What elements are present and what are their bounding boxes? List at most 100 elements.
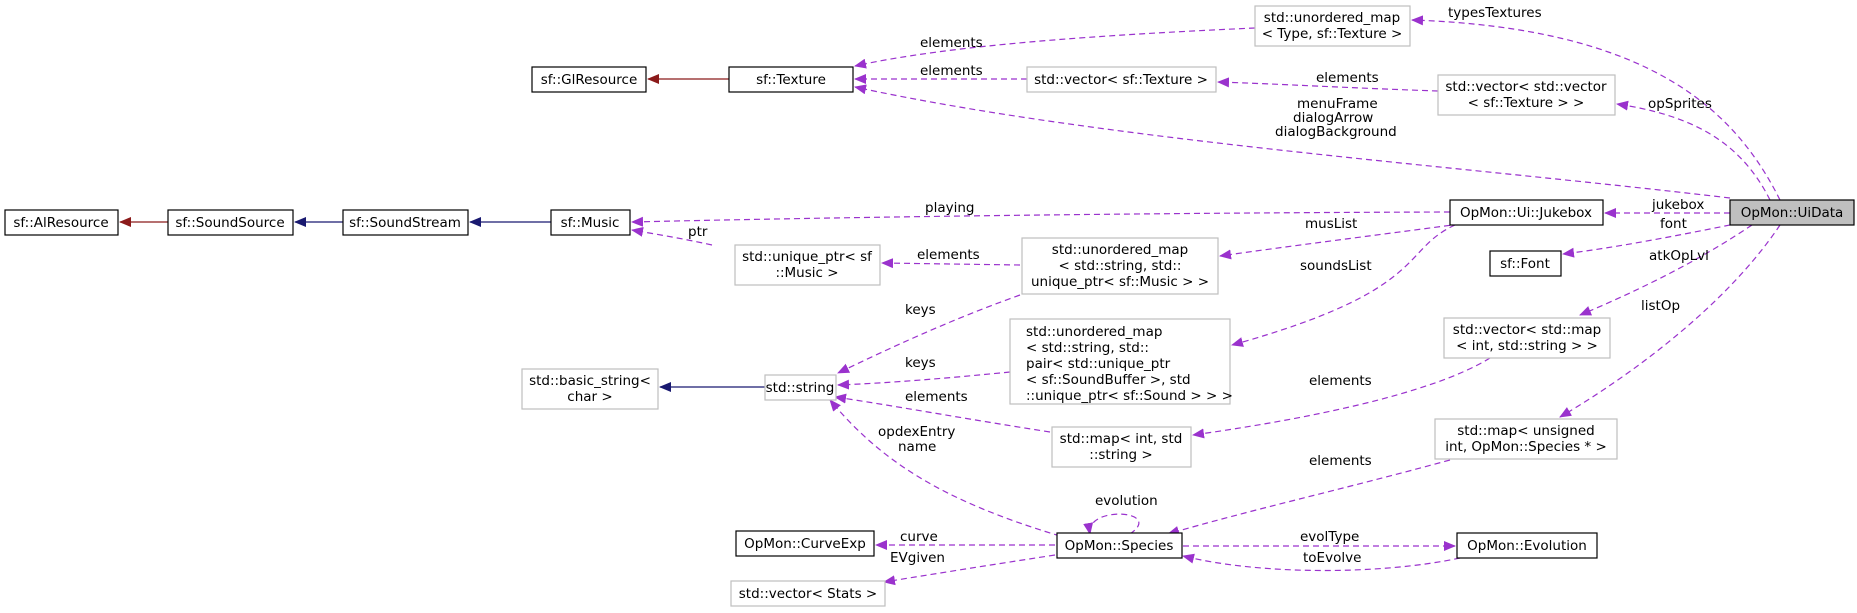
label-elements-vm: elements [1309, 373, 1372, 389]
edge-mapintstring-string [834, 393, 1051, 433]
edge-uidata-texture [854, 84, 1731, 199]
edge-uidata-typestextures [1411, 15, 1781, 201]
svg-text:< sf::Texture > >: < sf::Texture > > [1468, 95, 1585, 111]
svg-text:std::map< unsigned: std::map< unsigned [1457, 423, 1595, 439]
node-vector-map[interactable]: std::vector< std::map < int, std::string… [1443, 317, 1611, 359]
edge-jukebox-unorderedmapsounds [1231, 224, 1456, 347]
label-dialogBackground: dialogBackground [1275, 124, 1397, 140]
svg-text:std::map< int, std: std::map< int, std [1060, 431, 1183, 447]
edge-jukebox-unorderedmapmusic [1219, 223, 1461, 260]
node-soundsource[interactable]: sf::SoundSource [167, 209, 294, 236]
nodes: OpMon::UiData std::unordered_map < Type,… [4, 5, 1855, 607]
node-map-int-string[interactable]: std::map< int, std ::string > [1051, 426, 1192, 468]
label-toEvolve: toEvolve [1303, 550, 1361, 566]
svg-text:sf::AlResource: sf::AlResource [13, 215, 108, 231]
node-texture[interactable]: sf::Texture [728, 66, 854, 93]
node-vector-stats[interactable]: std::vector< Stats > [730, 580, 886, 607]
edges [119, 15, 1781, 586]
svg-text:int, OpMon::Species * >: int, OpMon::Species * > [1445, 439, 1607, 455]
label-elements-mis: elements [905, 389, 968, 405]
label-elements-tt: elements [920, 35, 983, 51]
edge-uidata-mapspecies [1559, 224, 1781, 418]
svg-text:< std::string, std::: < std::string, std:: [1026, 340, 1149, 356]
node-soundstream[interactable]: sf::SoundStream [342, 209, 469, 236]
svg-text:sf::SoundStream: sf::SoundStream [349, 215, 461, 231]
label-opdexEntry: opdexEntry [878, 424, 955, 440]
edge-uniqueptr-music [631, 226, 713, 246]
label-curve: curve [900, 529, 938, 545]
edge-species-species [1083, 513, 1140, 535]
svg-text:std::unordered_map: std::unordered_map [1026, 324, 1162, 340]
edge-vectormap-mapintstring [1192, 357, 1491, 439]
svg-text:unique_ptr< sf::Music > >: unique_ptr< sf::Music > > [1031, 274, 1209, 290]
node-glresource[interactable]: sf::GlResource [531, 66, 647, 93]
node-unordered-map-sounds[interactable]: std::unordered_map < std::string, std:: … [1009, 318, 1233, 405]
node-curveexp[interactable]: OpMon::CurveExp [735, 530, 875, 557]
svg-text:::Music >: ::Music > [775, 265, 838, 281]
node-music[interactable]: sf::Music [550, 209, 631, 236]
label-name: name [898, 439, 936, 455]
node-unordered-map-music[interactable]: std::unordered_map < std::string, std:: … [1021, 237, 1219, 295]
label-opSprites: opSprites [1648, 96, 1712, 112]
svg-text:< int, std::string > >: < int, std::string > > [1456, 338, 1598, 354]
svg-text:OpMon::UiData: OpMon::UiData [1741, 205, 1844, 221]
label-evolType: evolType [1300, 529, 1359, 545]
edge-species-vectorstats [883, 554, 1056, 586]
svg-text:OpMon::Species: OpMon::Species [1065, 538, 1174, 554]
svg-text:OpMon::Evolution: OpMon::Evolution [1467, 538, 1587, 554]
node-evolution[interactable]: OpMon::Evolution [1456, 532, 1598, 559]
node-species[interactable]: OpMon::Species [1056, 532, 1183, 559]
node-map-species[interactable]: std::map< unsigned int, OpMon::Species *… [1434, 418, 1618, 460]
node-basic-string[interactable]: std::basic_string< char > [521, 368, 659, 410]
label-EVgiven: EVgiven [890, 550, 945, 566]
node-alresource[interactable]: sf::AlResource [4, 209, 119, 236]
svg-text:std::basic_string<: std::basic_string< [529, 373, 651, 389]
edge-uidata-font [1562, 222, 1741, 258]
svg-text:OpMon::Ui::Jukebox: OpMon::Ui::Jukebox [1460, 205, 1592, 221]
label-musList: musList [1305, 216, 1357, 232]
node-unique-ptr-music[interactable]: std::unique_ptr< sf ::Music > [734, 244, 881, 286]
label-soundsList: soundsList [1300, 258, 1372, 274]
node-uidata[interactable]: OpMon::UiData [1729, 199, 1855, 226]
label-ptr: ptr [688, 224, 708, 240]
node-font[interactable]: sf::Font [1489, 250, 1562, 277]
edge-unorderedmapsounds-string [837, 371, 1011, 390]
svg-text:std::vector< Stats >: std::vector< Stats > [739, 586, 877, 602]
node-unordered-map-types-textures[interactable]: std::unordered_map < Type, sf::Texture > [1254, 5, 1411, 47]
label-dialogArrow: dialogArrow [1293, 110, 1373, 126]
edge-typestextures-texture [854, 27, 1256, 69]
svg-text:sf::SoundSource: sf::SoundSource [175, 215, 284, 231]
edge-mapspecies-species [1167, 459, 1451, 536]
svg-text:::unique_ptr< sf::Sound > > >: ::unique_ptr< sf::Sound > > > [1026, 388, 1233, 404]
svg-text:sf::Font: sf::Font [1500, 256, 1550, 272]
node-string[interactable]: std::string [764, 374, 837, 401]
svg-text:std::vector< sf::Texture >: std::vector< sf::Texture > [1034, 72, 1208, 88]
edge-unorderedmapmusic-string [837, 294, 1021, 374]
svg-text:sf::Texture: sf::Texture [756, 72, 826, 88]
label-typesTextures: typesTextures [1448, 5, 1542, 21]
label-playing: playing [925, 200, 974, 216]
label-jukebox: jukebox [1651, 197, 1704, 213]
node-vector-vector-texture[interactable]: std::vector< std::vector < sf::Texture >… [1437, 74, 1616, 116]
svg-text:std::vector< std::vector: std::vector< std::vector [1445, 79, 1607, 95]
edge-uidata-vectormap [1579, 224, 1753, 316]
node-jukebox[interactable]: OpMon::Ui::Jukebox [1449, 199, 1604, 226]
edge-uidata-vectorvector [1616, 100, 1771, 201]
svg-text:< sf::SoundBuffer >, std: < sf::SoundBuffer >, std [1026, 372, 1191, 388]
label-evolution: evolution [1095, 493, 1158, 509]
label-elements-ms: elements [1309, 453, 1372, 469]
svg-text:OpMon::CurveExp: OpMon::CurveExp [744, 536, 866, 552]
label-elements-vt: elements [920, 63, 983, 79]
svg-text:std::unordered_map: std::unordered_map [1052, 242, 1188, 258]
svg-text:pair< std::unique_ptr: pair< std::unique_ptr [1026, 356, 1171, 372]
node-vector-texture[interactable]: std::vector< sf::Texture > [1026, 66, 1217, 93]
svg-text:std::unordered_map: std::unordered_map [1264, 10, 1400, 26]
label-keys-music: keys [905, 302, 936, 318]
label-listOp: listOp [1641, 298, 1680, 314]
svg-text:char >: char > [567, 389, 612, 405]
svg-text:::string >: ::string > [1089, 447, 1152, 463]
svg-text:< Type, sf::Texture >: < Type, sf::Texture > [1262, 26, 1403, 42]
svg-text:std::unique_ptr< sf: std::unique_ptr< sf [742, 249, 873, 265]
svg-text:std::vector< std::map: std::vector< std::map [1453, 322, 1601, 338]
label-atkOpLvl: atkOpLvl [1649, 248, 1709, 264]
